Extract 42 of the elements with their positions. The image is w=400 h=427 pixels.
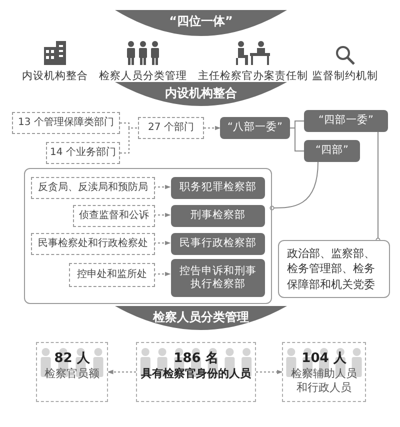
dark-box: 控告申诉和刑事执行检察部 bbox=[171, 259, 265, 297]
rounded-box: 政治部、监察部、检务管理部、检务保障部和机关党委 bbox=[278, 240, 390, 298]
arrow bbox=[107, 370, 136, 374]
node-label: 检察官员额 bbox=[44, 367, 100, 381]
arrow bbox=[204, 126, 221, 130]
dashed-box bbox=[136, 342, 256, 402]
banner bbox=[115, 10, 287, 36]
count-number: 82 人 bbox=[54, 351, 90, 368]
arrow bbox=[256, 370, 283, 374]
dark-box: “四部” bbox=[304, 140, 360, 162]
category-label: 监督制约机制 bbox=[312, 69, 378, 84]
connector-line bbox=[270, 162, 318, 210]
category-label: 检察人员分类管理 bbox=[99, 69, 187, 84]
dashed-box: 反贪局、反渎局和预防局 bbox=[31, 177, 155, 199]
dashed-box: 民事检察处和行政检察处 bbox=[31, 233, 155, 255]
banner-title: “四位一体” bbox=[169, 15, 233, 27]
banner-title: 检察人员分类管理 bbox=[153, 311, 249, 323]
category-label: 主任检察官办案责任制 bbox=[198, 69, 308, 84]
category-label: 内设机构整合 bbox=[22, 69, 88, 84]
dark-box: “四部一委” bbox=[304, 110, 388, 132]
dashed-box: 13 个管理保障类部门 bbox=[12, 112, 120, 134]
node-label: 具有检察官身份的人员 bbox=[140, 367, 252, 381]
dark-box: 民事行政检察部 bbox=[171, 233, 265, 255]
dark-box: 刑事检察部 bbox=[171, 205, 265, 227]
connector-line bbox=[290, 128, 304, 152]
dashed-box bbox=[282, 342, 366, 402]
dashed-box: 27 个部门 bbox=[138, 117, 204, 139]
dashed-box bbox=[36, 342, 108, 402]
dashed-box: 14 个业务部门 bbox=[46, 142, 120, 164]
connector-line bbox=[120, 128, 138, 154]
dark-box: 职务犯罪检察部 bbox=[171, 177, 265, 199]
banner bbox=[115, 306, 287, 330]
node-label: 检察辅助人员和行政人员 bbox=[290, 367, 358, 395]
count-number: 104 人 bbox=[302, 351, 346, 368]
dashed-box: 侦查监督和公诉 bbox=[73, 205, 155, 227]
banner bbox=[115, 82, 287, 106]
group-box bbox=[24, 168, 272, 304]
dark-box: “八部一委” bbox=[220, 117, 290, 139]
connector-line bbox=[376, 132, 380, 242]
count-number: 186 名 bbox=[174, 351, 218, 368]
dashed-box: 控申处和监所处 bbox=[69, 263, 155, 287]
banner-title: 内设机构整合 bbox=[165, 87, 237, 99]
